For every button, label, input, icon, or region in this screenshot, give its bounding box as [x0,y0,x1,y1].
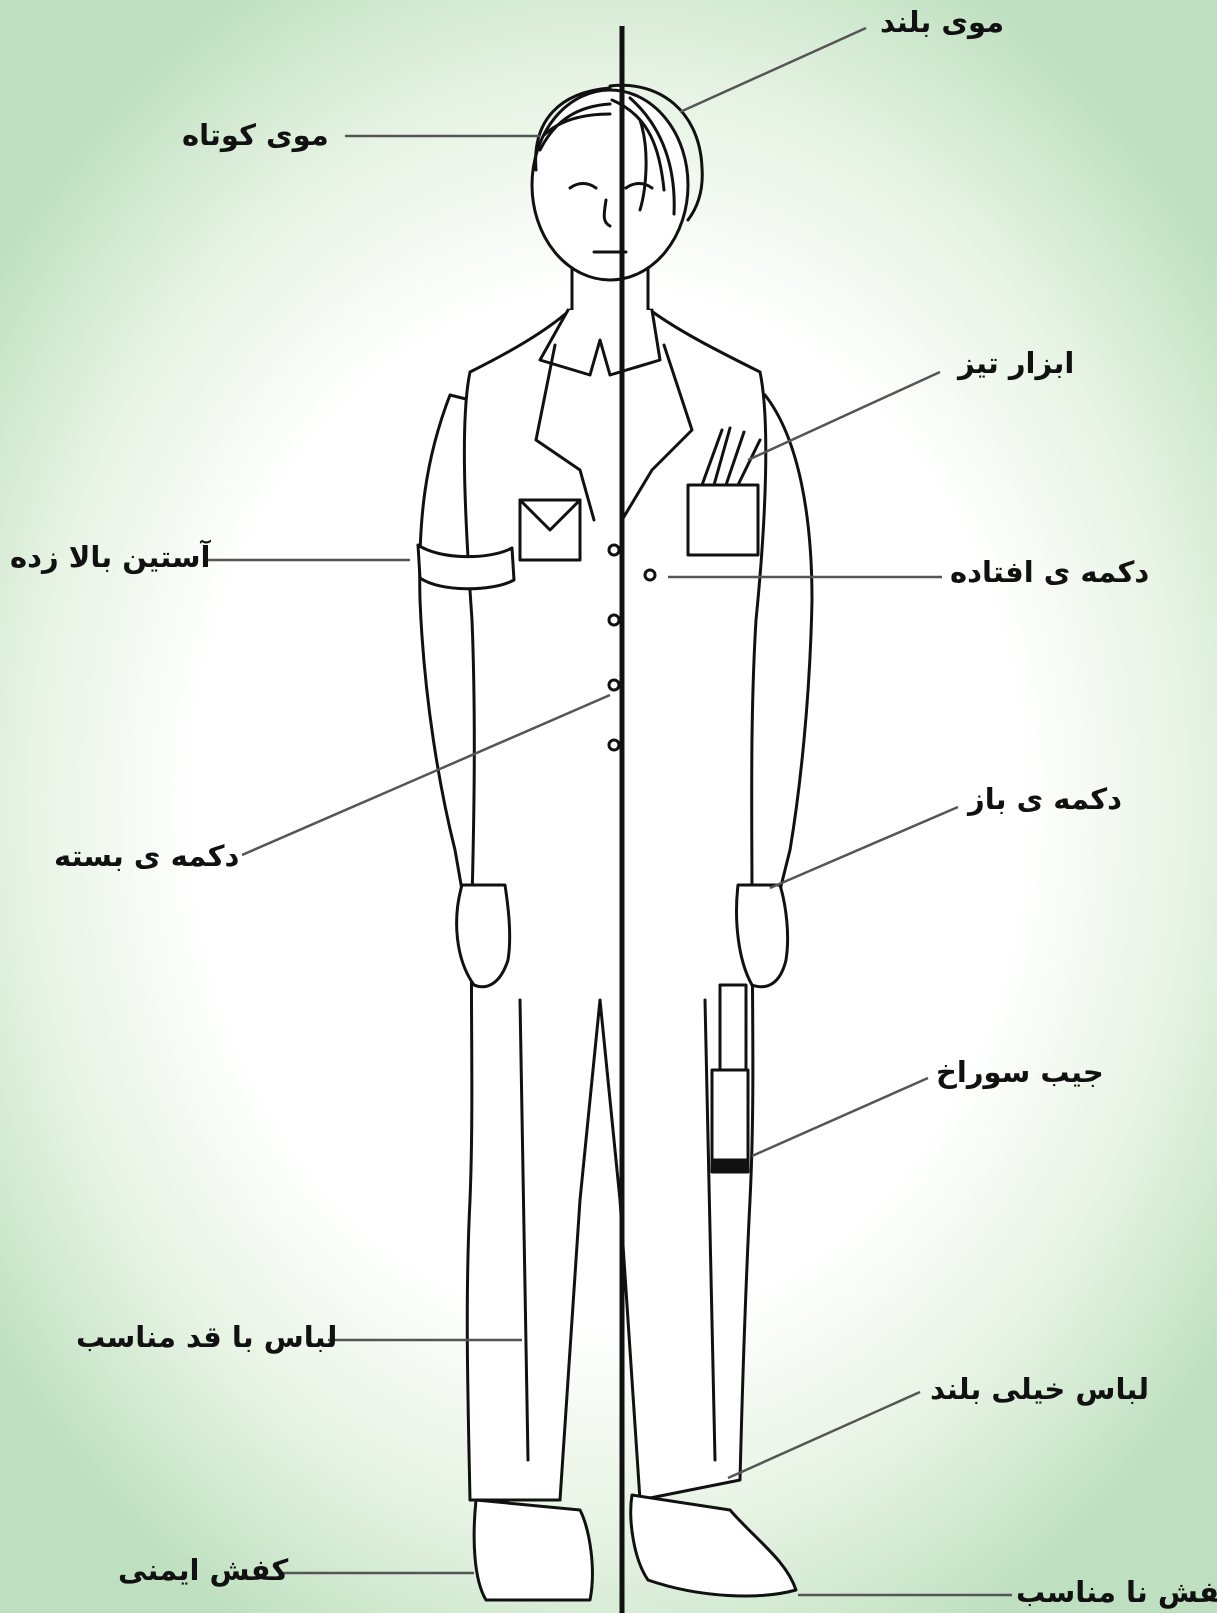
label-torn-pocket: جیب سوراخ [936,1058,1104,1087]
leader-open-button [770,807,958,888]
left-hand [457,885,510,987]
label-too-long-clothes: لباس خیلی بلند [930,1375,1149,1404]
label-sharp-tool: ابزار تیز [958,349,1074,378]
label-fallen-button: دکمه ی افتاده [950,558,1149,587]
leg-pocket [712,1070,748,1170]
worker-figure [418,85,812,1600]
leader-too-long-clothes [728,1392,920,1478]
safety-shoe [474,1500,592,1600]
label-open-button: دکمه ی باز [968,785,1122,814]
fallen-button-dot [645,570,655,580]
right-chest-pocket [688,485,758,555]
label-short-hair: موی کوتاه [182,121,329,150]
unsuitable-shoe [631,1495,796,1596]
label-long-hair: موی بلند [880,8,1004,37]
button-4 [609,740,619,750]
leader-long-hair [680,28,866,112]
ruler [720,985,746,1070]
label-unsuitable-shoe: کفش نا مناسب [1016,1578,1217,1607]
label-closed-button: دکمه ی بسته [54,842,239,871]
label-fitting-clothes: لباس با قد مناسب [76,1323,337,1352]
label-safety-shoe: کفش ایمنی [118,1556,288,1585]
torn-pocket-edge [712,1160,748,1172]
label-rolled-sleeve: آستین بالا زده [10,543,211,572]
button-3 [609,680,619,690]
button-1 [609,545,619,555]
button-2 [609,615,619,625]
leader-torn-pocket [752,1078,928,1156]
